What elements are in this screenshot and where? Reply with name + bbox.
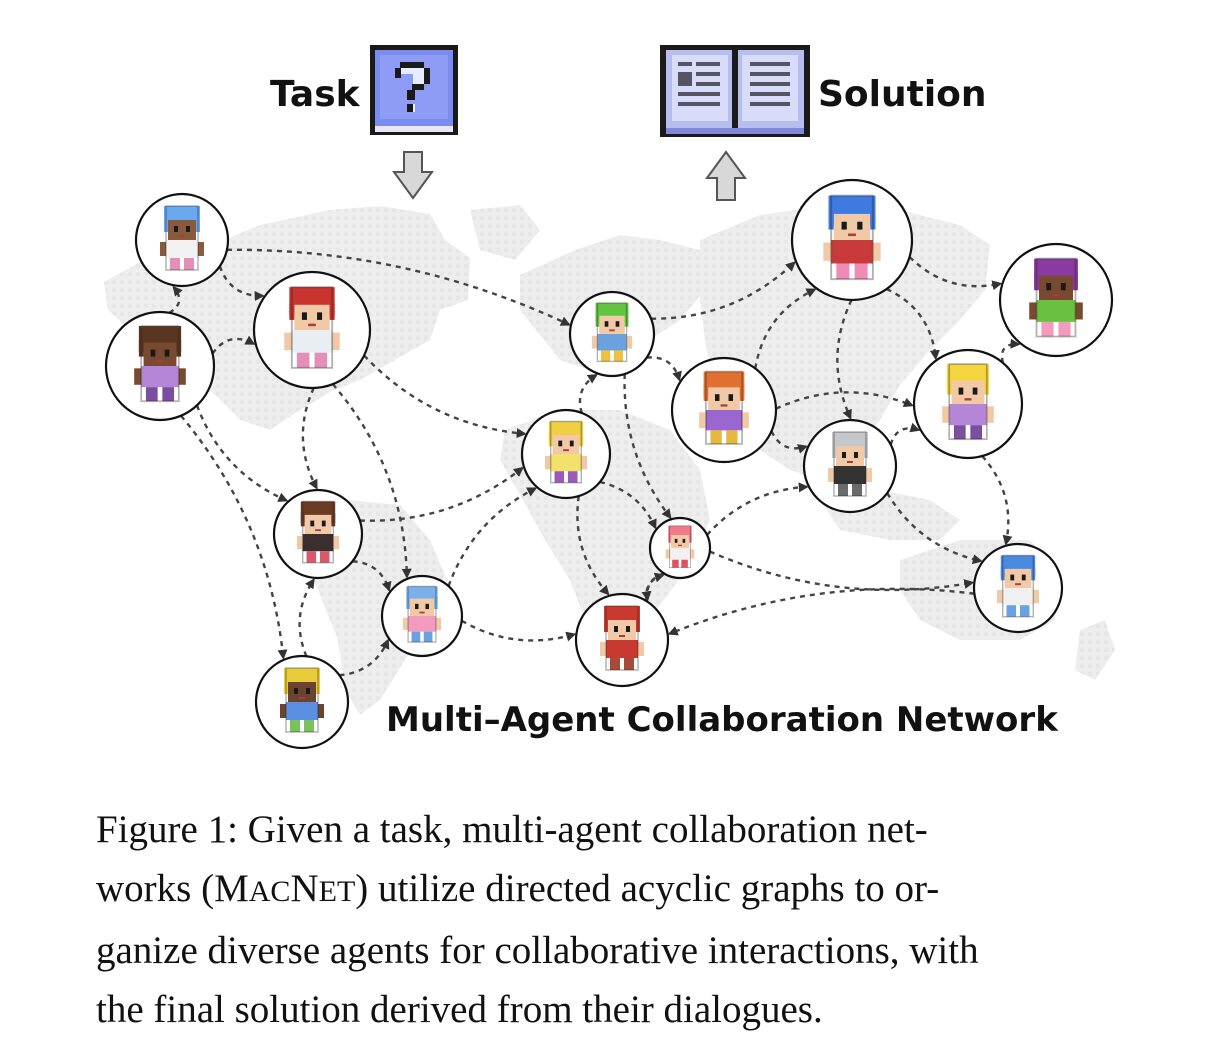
agent-node-a3 [252, 270, 372, 390]
figure-caption: Figure 1: Given a task, multi-agent coll… [96, 800, 1136, 1039]
agent-node-a12 [790, 178, 914, 302]
edge-a9-a12 [754, 288, 817, 369]
agent-node-a6 [254, 654, 350, 750]
edge-a3-a8 [363, 354, 527, 439]
edge-a2-a1 [168, 285, 183, 314]
edge-a7-a9 [646, 356, 682, 382]
agent-node-a5 [380, 574, 464, 658]
agent-node-a7 [568, 290, 656, 378]
agent-node-a11 [574, 592, 670, 688]
agent-avatar-icon [280, 667, 324, 733]
macnet-figure: Task Solution Multi–Agent Collaboration … [104, 45, 1115, 750]
edge-a9-a13 [770, 430, 809, 454]
edge-a9-a14 [775, 391, 914, 410]
caption-line-2-pre: works ( [96, 867, 215, 910]
map-new-zealand [1075, 620, 1115, 680]
task-label: Task [270, 74, 360, 115]
network-label: Multi–Agent Collaboration Network [386, 700, 1058, 740]
agent-node-a13 [802, 418, 898, 514]
edge-a1-a3 [218, 265, 265, 302]
figure-canvas [104, 45, 1115, 750]
agent-node-a4 [272, 488, 364, 580]
agent-avatar-icon [1029, 257, 1083, 338]
agent-avatar-icon [665, 525, 695, 569]
edge-a10-a13 [706, 482, 809, 536]
edge-a14-a16 [981, 455, 1013, 546]
agent-avatar-icon [996, 554, 1040, 618]
agent-node-a16 [972, 542, 1064, 634]
solution-book-icon [660, 45, 810, 137]
edge-a14-a15 [1000, 338, 1021, 364]
edge-a2-a6 [180, 414, 288, 660]
edge-a8-a11 [576, 495, 610, 596]
caption-macnet-ac: AC [248, 875, 291, 908]
agent-avatar-icon [160, 205, 204, 271]
task-down-arrow-icon [392, 151, 434, 200]
agent-avatar-icon [544, 420, 588, 484]
agent-avatar-icon [402, 585, 442, 643]
caption-line-2-post: ) utilize directed acyclic graphs to or- [355, 867, 940, 910]
solution-label: Solution [818, 74, 987, 115]
edge-a12-a14 [886, 287, 940, 361]
task-book-icon [370, 45, 458, 135]
edge-a12-a13 [836, 299, 853, 420]
edge-a12-a15 [908, 256, 1003, 291]
agent-avatar-icon [828, 431, 872, 497]
caption-macnet-n: N [290, 867, 319, 910]
agent-node-a15 [998, 242, 1114, 358]
caption-line-2: works (MACNET) utilize directed acyclic … [96, 859, 1136, 921]
edge-a4-a5 [352, 560, 392, 592]
agent-node-a14 [912, 348, 1024, 460]
edge-a13-a14 [889, 422, 921, 445]
edge-a3-a4 [301, 387, 318, 490]
caption-line-4: the final solution derived from their di… [96, 988, 823, 1031]
caption-macnet-et: ET [318, 875, 356, 908]
agent-avatar-icon [591, 302, 633, 363]
agent-node-a9 [670, 356, 778, 464]
agent-avatar-icon [699, 370, 749, 445]
agent-avatar-icon [942, 363, 994, 441]
agent-avatar-icon [284, 286, 340, 369]
edge-a4-a8 [359, 466, 524, 522]
agent-node-a1 [134, 192, 230, 288]
agent-avatar-icon [823, 194, 881, 281]
edges-layer [168, 248, 1021, 677]
agent-avatar-icon [134, 325, 186, 403]
map-greenland [470, 205, 540, 260]
edge-a3-a5 [331, 383, 412, 579]
edge-a6-a5 [339, 638, 390, 677]
caption-line-3: ganize diverse agents for collaborative … [96, 929, 979, 972]
edge-a6-a4 [298, 578, 315, 657]
edge-a10-a11 [641, 572, 665, 602]
caption-line-1: Figure 1: Given a task, multi-agent coll… [96, 808, 928, 851]
edge-a5-a11 [461, 619, 577, 642]
agent-node-a8 [520, 408, 612, 500]
edge-a10-a16 [709, 550, 975, 592]
edge-a8-a7 [578, 374, 598, 414]
agent-node-a10 [648, 516, 712, 580]
caption-macnet-m: M [214, 867, 249, 910]
agent-avatar-icon [296, 500, 340, 564]
edge-a2-a3 [211, 335, 256, 355]
edge-a13-a16 [886, 492, 983, 565]
agents-layer [104, 178, 1114, 750]
agent-avatar-icon [600, 605, 644, 671]
solution-up-arrow-icon [705, 150, 747, 201]
agent-node-a2 [104, 310, 216, 422]
edge-a16-a11 [667, 587, 975, 636]
